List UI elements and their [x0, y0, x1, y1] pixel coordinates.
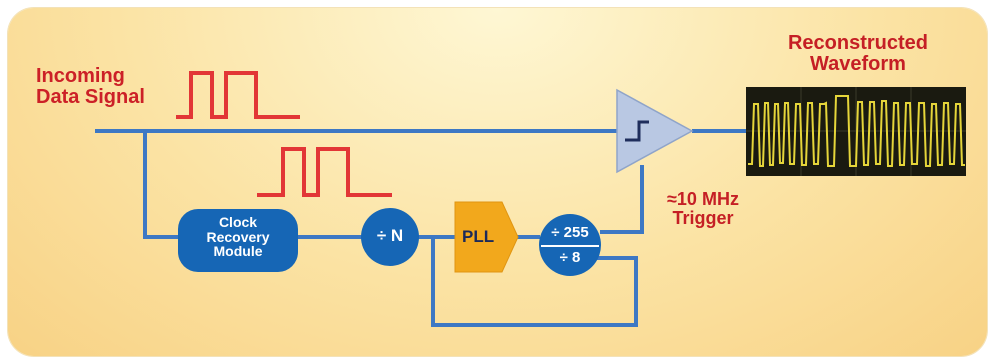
- clock-recovery-line2: Recovery: [178, 230, 298, 245]
- clock-recovery-line3: Module: [178, 244, 298, 259]
- clock-recovery-label: Clock Recovery Module: [178, 215, 298, 259]
- divide-n-label: ÷ N: [361, 227, 419, 245]
- pll-label: PLL: [462, 227, 494, 247]
- trigger-line: [600, 165, 642, 232]
- incoming-label-line1: Incoming: [36, 66, 145, 87]
- incoming-signal-label: Incoming Data Signal: [36, 66, 145, 108]
- recovered-pulse-train: [257, 149, 392, 195]
- divider-top-label: ÷ 255: [539, 225, 601, 241]
- output-label-line2: Waveform: [768, 54, 948, 75]
- trigger-label: ≈10 MHz Trigger: [648, 190, 758, 228]
- trigger-label-line2: Trigger: [648, 209, 758, 228]
- comparator-amplifier: [617, 90, 692, 172]
- trigger-label-line1: ≈10 MHz: [648, 190, 758, 209]
- clock-recovery-line1: Clock: [178, 215, 298, 230]
- incoming-pulse-train: [176, 73, 300, 117]
- branch-line: [145, 131, 180, 237]
- divider-bottom-label: ÷ 8: [539, 250, 601, 266]
- output-label-line1: Reconstructed: [768, 33, 948, 54]
- reconstructed-waveform-label: Reconstructed Waveform: [768, 33, 948, 75]
- incoming-label-line2: Data Signal: [36, 87, 145, 108]
